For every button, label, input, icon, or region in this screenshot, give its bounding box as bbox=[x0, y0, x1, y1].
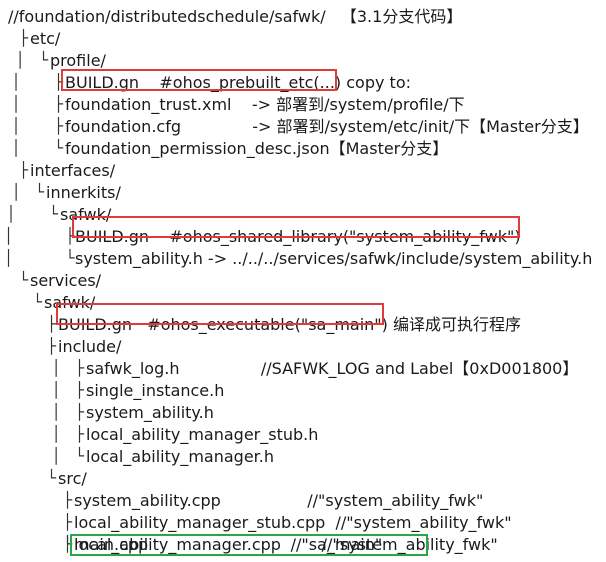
dir-safwk-innerkits-tree-guide: │ └ bbox=[6, 205, 58, 223]
dir-innerkits[interactable]: innerkits/ bbox=[46, 183, 121, 202]
dir-include[interactable]: include/ bbox=[58, 337, 122, 356]
file-local-ability-manager-cpp[interactable]: local_ability_manager.cpp //"system_abil… bbox=[74, 535, 498, 554]
file-local-ability-manager-stub-cpp[interactable]: local_ability_manager_stub.cpp //"system… bbox=[74, 513, 512, 532]
file-build-gn-innerkits-tree-guide: │ ├ bbox=[4, 227, 75, 245]
dir-services[interactable]: services/ bbox=[30, 271, 102, 290]
dir-etc-tree-guide: ├ bbox=[18, 29, 28, 47]
file-system-ability-h[interactable]: system_ability.h bbox=[86, 403, 214, 422]
file-safwk-log-h[interactable]: safwk_log.h //SAFWK_LOG and Label【0xD001… bbox=[86, 359, 579, 378]
file-build-gn-profile-tree-guide: │ ├ bbox=[11, 73, 63, 91]
file-system-ability-h-link[interactable]: system_ability.h -> ../../../services/sa… bbox=[75, 249, 593, 268]
dir-src-tree-guide: └ bbox=[8, 469, 56, 487]
dir-profile[interactable]: profile/ bbox=[50, 51, 106, 70]
file-single-instance-h-tree-guide: │ ├ bbox=[13, 381, 84, 399]
dir-safwk-services-tree-guide: └ bbox=[13, 293, 42, 311]
file-system-ability-h-link-tree-guide: │ └ bbox=[4, 249, 75, 267]
file-foundation-permission-desc-tree-guide: │ └ bbox=[11, 139, 63, 157]
dir-safwk-innerkits[interactable]: safwk/ bbox=[60, 205, 112, 224]
root-path: //foundation/distributedschedule/safwk/ … bbox=[8, 7, 463, 26]
file-foundation-trust-xml[interactable]: foundation_trust.xml -> 部署到/system/profi… bbox=[65, 95, 465, 114]
file-build-gn-services[interactable]: BUILD.gn #ohos_executable("sa_main") 编译成… bbox=[58, 315, 521, 334]
dir-etc[interactable]: etc/ bbox=[30, 29, 61, 48]
file-local-ability-manager-stub-cpp-tree-guide: ├ bbox=[5, 513, 72, 531]
dir-profile-tree-guide: │ └ bbox=[15, 51, 48, 69]
file-local-ability-manager-stub-h[interactable]: local_ability_manager_stub.h bbox=[86, 425, 319, 444]
file-foundation-cfg-tree-guide: │ ├ bbox=[11, 117, 63, 135]
file-safwk-log-h-tree-guide: │ ├ bbox=[13, 359, 84, 377]
file-build-gn-services-tree-guide: ├ bbox=[8, 315, 56, 333]
file-build-gn-innerkits[interactable]: BUILD.gn #ohos_shared_library("system_ab… bbox=[75, 227, 521, 246]
file-build-gn-profile[interactable]: BUILD.gn #ohos_prebuilt_etc(...) copy to… bbox=[65, 73, 412, 92]
file-local-ability-manager-stub-h-tree-guide: │ ├ bbox=[13, 425, 84, 443]
file-local-ability-manager-h[interactable]: local_ability_manager.h bbox=[86, 447, 274, 466]
dir-interfaces[interactable]: interfaces/ bbox=[30, 161, 116, 180]
file-foundation-permission-desc[interactable]: foundation_permission_desc.json【Master分支… bbox=[65, 139, 449, 158]
dir-include-tree-guide: ├ bbox=[8, 337, 56, 355]
file-local-ability-manager-h-tree-guide: │ └ bbox=[13, 447, 84, 465]
file-foundation-cfg[interactable]: foundation.cfg -> 部署到/system/etc/init/下【… bbox=[65, 117, 589, 136]
dir-innerkits-tree-guide: │ └ bbox=[11, 183, 44, 201]
file-foundation-trust-xml-tree-guide: │ ├ bbox=[11, 95, 63, 113]
dir-services-tree-guide: └ bbox=[18, 271, 28, 289]
file-main-cpp-tree-guide: └ bbox=[5, 535, 72, 553]
file-system-ability-h-tree-guide: │ ├ bbox=[13, 403, 84, 421]
file-system-ability-cpp[interactable]: system_ability.cpp //"system_ability_fwk… bbox=[74, 491, 484, 510]
dir-safwk-services[interactable]: safwk/ bbox=[44, 293, 96, 312]
file-local-ability-manager-cpp-tree-guide: ├ bbox=[5, 535, 72, 553]
file-single-instance-h[interactable]: single_instance.h bbox=[86, 381, 225, 400]
dir-interfaces-tree-guide: ├ bbox=[18, 161, 28, 179]
file-main-cpp[interactable]: main.cpp //"sa_main" bbox=[74, 535, 383, 554]
dir-src[interactable]: src/ bbox=[58, 469, 87, 488]
file-system-ability-cpp-tree-guide: ├ bbox=[5, 491, 72, 509]
